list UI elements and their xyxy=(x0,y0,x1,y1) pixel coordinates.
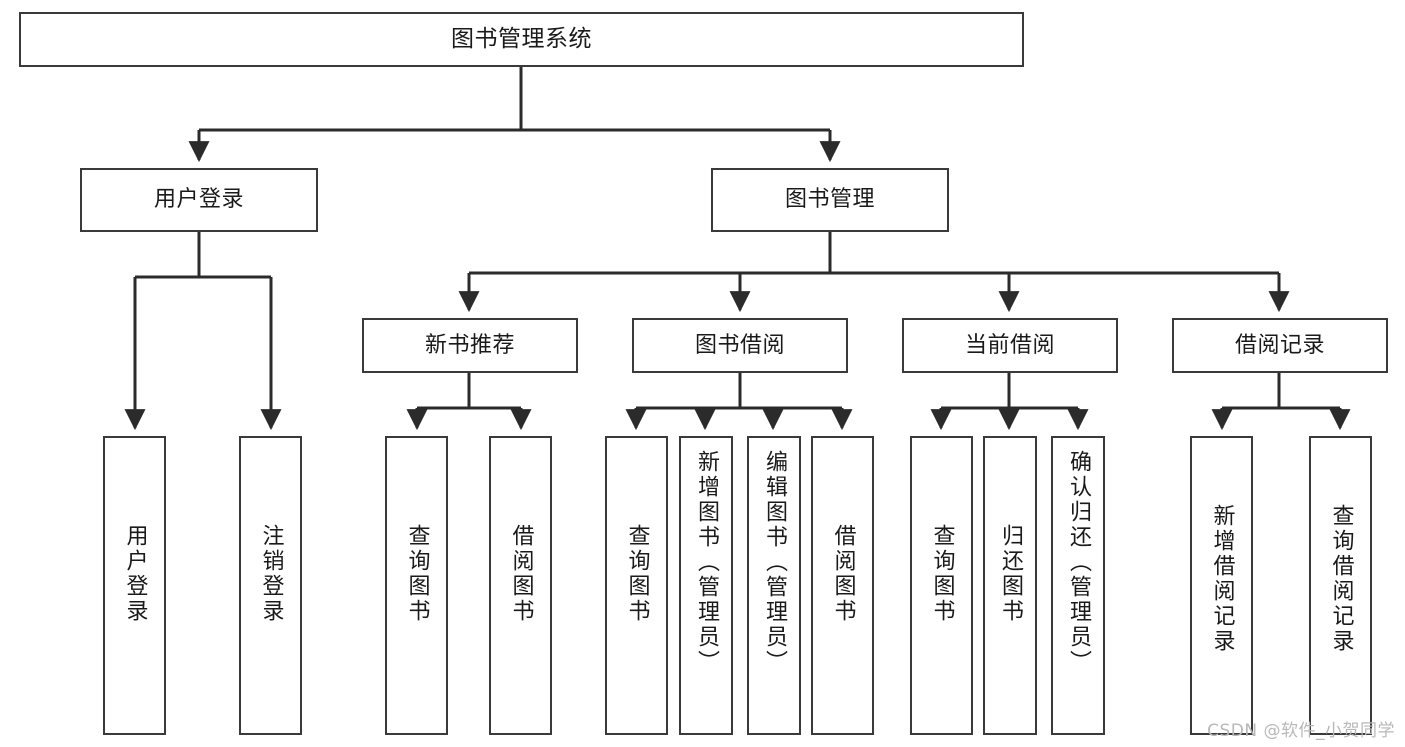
node-label: 借阅图书 xyxy=(508,524,534,624)
node-new-book-recommendation[interactable]: 新书推荐 xyxy=(362,318,578,373)
node-label: 查询图书 xyxy=(404,524,430,624)
node-label: 借阅图书 xyxy=(830,524,856,624)
node-label: 图书借阅 xyxy=(694,332,785,358)
node-label: 新书推荐 xyxy=(424,332,515,358)
node-label: 用户登录 xyxy=(153,187,244,213)
node-label: 用户登录 xyxy=(122,524,148,624)
node-current-borrowing[interactable]: 当前借阅 xyxy=(902,318,1118,373)
node-label: 新增图书（管理员） xyxy=(694,450,719,675)
leaf-return-book[interactable]: 归还图书 xyxy=(983,436,1037,735)
leaf-add-book-admin[interactable]: 新增图书（管理员） xyxy=(679,436,733,735)
leaf-user-login[interactable]: 用户登录 xyxy=(103,436,166,735)
node-borrowing-record[interactable]: 借阅记录 xyxy=(1172,318,1388,373)
node-book-management[interactable]: 图书管理 xyxy=(711,168,949,232)
leaf-borrow-book-borrow[interactable]: 借阅图书 xyxy=(811,436,874,735)
node-user-login[interactable]: 用户登录 xyxy=(80,168,318,232)
leaf-logout[interactable]: 注销登录 xyxy=(239,436,302,735)
leaf-borrow-book-newrec[interactable]: 借阅图书 xyxy=(489,436,552,735)
leaf-query-book-newrec[interactable]: 查询图书 xyxy=(385,436,448,735)
leaf-add-borrow-record[interactable]: 新增借阅记录 xyxy=(1190,436,1253,735)
node-label: 确认归还（管理员） xyxy=(1066,450,1091,675)
leaf-edit-book-admin[interactable]: 编辑图书（管理员） xyxy=(747,436,801,735)
leaf-query-borrow-record[interactable]: 查询借阅记录 xyxy=(1309,436,1372,735)
leaf-query-book-borrow[interactable]: 查询图书 xyxy=(605,436,668,735)
node-root-book-management-system[interactable]: 图书管理系统 xyxy=(19,12,1024,67)
node-label: 编辑图书（管理员） xyxy=(762,450,787,675)
leaf-confirm-return-admin[interactable]: 确认归还（管理员） xyxy=(1051,436,1105,735)
node-book-borrowing[interactable]: 图书借阅 xyxy=(632,318,848,373)
node-label: 查询借阅记录 xyxy=(1328,504,1354,654)
node-label: 查询图书 xyxy=(624,524,650,624)
node-label: 查询图书 xyxy=(929,524,955,624)
node-label: 当前借阅 xyxy=(964,332,1055,358)
node-label: 注销登录 xyxy=(258,524,284,624)
node-label: 借阅记录 xyxy=(1234,332,1325,358)
node-label: 新增借阅记录 xyxy=(1209,504,1235,654)
node-label: 图书管理 xyxy=(784,187,875,213)
leaf-query-book-current[interactable]: 查询图书 xyxy=(910,436,973,735)
node-label: 归还图书 xyxy=(998,524,1023,624)
node-label: 图书管理系统 xyxy=(451,26,592,53)
